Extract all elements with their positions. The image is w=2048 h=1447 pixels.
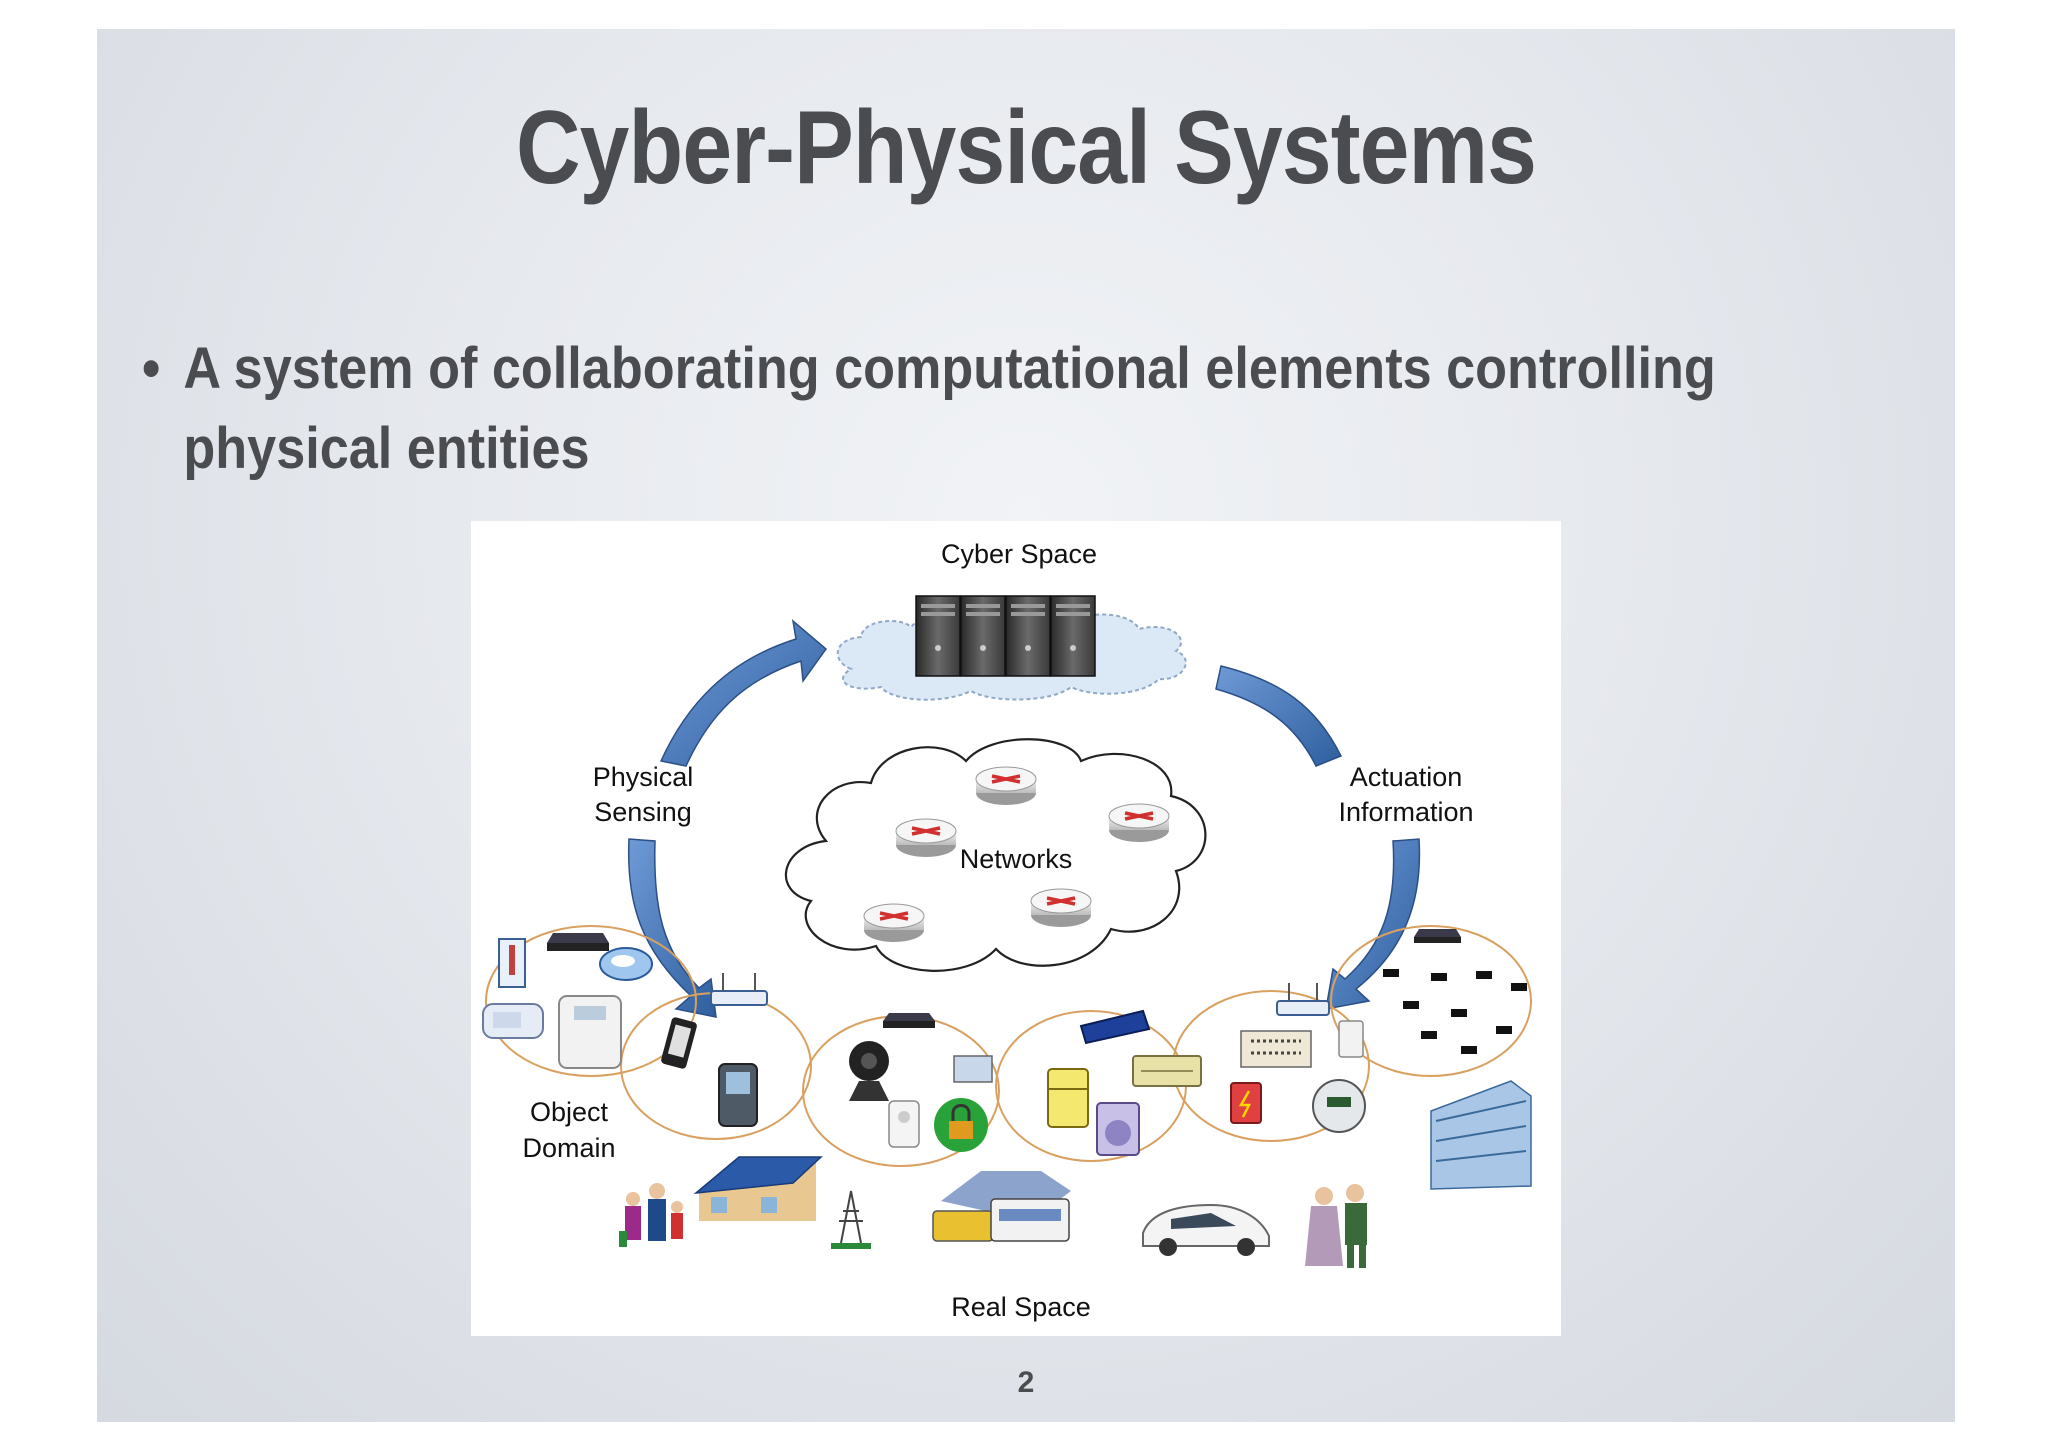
pedometer-icon <box>599 947 653 981</box>
physical-sensing-label-2: Sensing <box>594 797 692 827</box>
bullet-line-1: A system of collaborating computational … <box>183 336 1716 401</box>
networks-label: Networks <box>960 844 1073 874</box>
thermometer-icon <box>498 938 526 988</box>
server-rack-icon <box>915 595 1096 677</box>
cyber-space-label: Cyber Space <box>941 539 1097 569</box>
router-icon <box>863 766 1170 942</box>
bullet-text: A system of collaborating computational … <box>183 329 1893 489</box>
power-meter-icon <box>1312 1079 1366 1133</box>
wifi-router-icon <box>710 973 768 1006</box>
cps-diagram-svg: Cyber Space <box>482 539 1532 1322</box>
pda-icon <box>718 1063 758 1127</box>
motion-sensor-icon <box>888 1100 920 1148</box>
actuation-label-1: Actuation <box>1350 762 1463 792</box>
power-tower-icon <box>831 1190 871 1249</box>
object-domain-label-2: Domain <box>522 1133 615 1163</box>
battery-icon <box>1230 1082 1262 1124</box>
transport-icon <box>932 1171 1071 1242</box>
actuation-arrow-down-icon <box>1325 838 1421 1010</box>
sensing-arrow-up-icon <box>659 619 828 767</box>
thermostat-icon <box>1338 1020 1364 1058</box>
slide: Cyber-Physical Systems • A system of col… <box>97 29 1955 1422</box>
office-building-icon <box>1430 1080 1532 1190</box>
object-domain-label-1: Object <box>530 1097 609 1127</box>
lock-icon <box>934 1098 988 1152</box>
actuation-label-2: Information <box>1338 797 1473 827</box>
elderly-couple-icon <box>1305 1184 1367 1268</box>
wifi-router-icon-2 <box>1276 983 1330 1016</box>
solar-house-icon <box>693 1156 823 1221</box>
page-number: 2 <box>1017 1366 1035 1399</box>
smartphone-icon <box>661 1017 697 1069</box>
breaker-panel-icon <box>1240 1030 1312 1068</box>
bullet-dot-icon: • <box>142 336 161 401</box>
alarm-clock-icon <box>482 1003 544 1039</box>
light-sensor-icon <box>953 1055 993 1083</box>
physical-sensing-label-1: Physical <box>593 762 694 792</box>
modem-icon <box>547 933 609 951</box>
air-conditioner-icon <box>1132 1055 1202 1087</box>
family-icon <box>619 1183 683 1247</box>
modem-icon-2 <box>883 1013 935 1028</box>
washing-machine-icon <box>1096 1102 1140 1156</box>
scale-icon <box>558 995 622 1069</box>
actuation-arrow-top-icon <box>1215 665 1343 767</box>
real-space-label: Real Space <box>951 1292 1091 1322</box>
sensor-node-icon <box>1383 929 1527 1054</box>
router-box-icon <box>1079 1009 1151 1045</box>
bullet-line-2: physical entities <box>183 416 590 481</box>
webcam-icon <box>849 1041 889 1101</box>
refrigerator-icon <box>1047 1068 1089 1128</box>
sensing-arrow-down-icon <box>627 838 717 1018</box>
slide-title: Cyber-Physical Systems <box>515 90 1537 206</box>
car-icon <box>1142 1203 1270 1256</box>
cps-diagram: Cyber Space <box>471 521 1561 1336</box>
